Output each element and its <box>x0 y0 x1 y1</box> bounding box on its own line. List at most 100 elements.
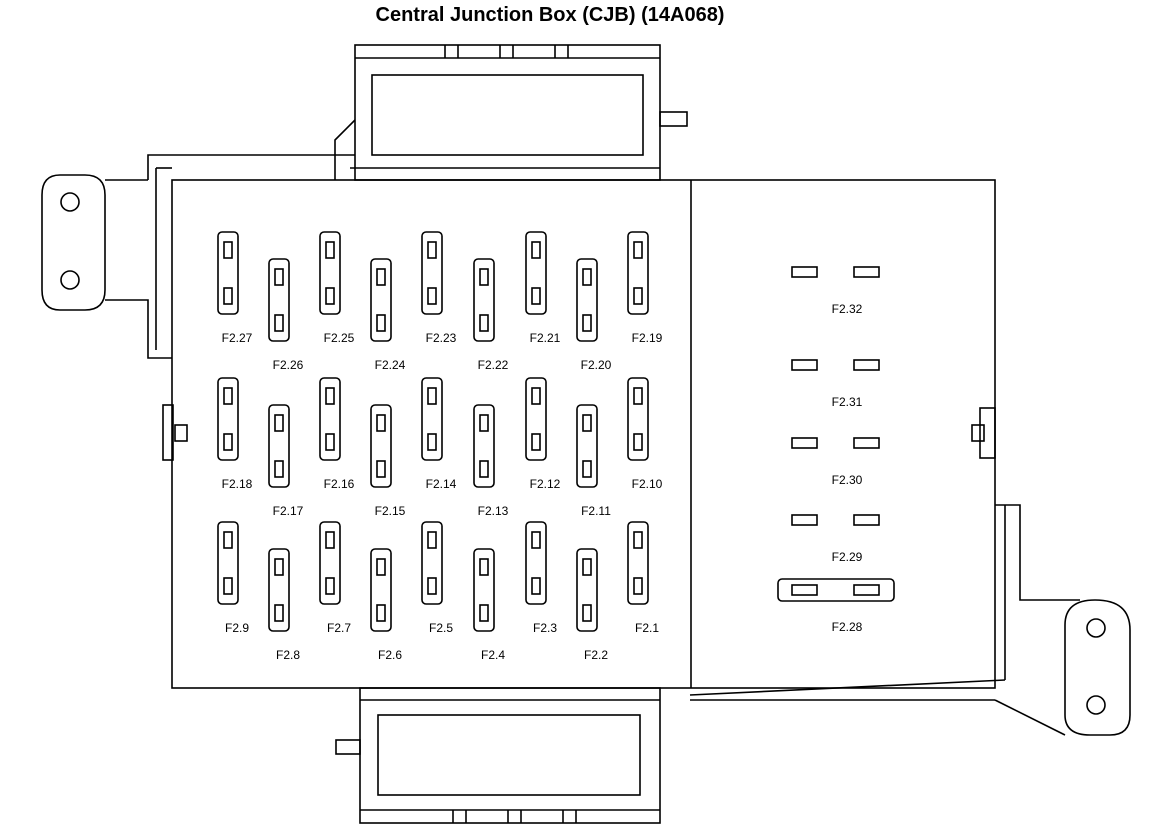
fuse-label: F2.28 <box>832 620 863 634</box>
fuse-label: F2.4 <box>481 648 505 662</box>
fuse-label: F2.30 <box>832 473 863 487</box>
fuse-label: F2.20 <box>581 358 612 372</box>
fuse-terminal <box>633 433 643 451</box>
relay-fuse-f2-29: F2.29 <box>791 514 880 564</box>
fuse-terminal <box>582 414 592 432</box>
fuse-f2-9: F2.9 <box>217 521 249 635</box>
fuse-body <box>525 521 547 605</box>
fuse-label: F2.11 <box>581 504 611 518</box>
fuse-body <box>421 231 443 315</box>
fuse-body <box>319 521 341 605</box>
bottom-connector <box>335 687 661 824</box>
fuse-body <box>473 404 495 488</box>
fuse-terminal <box>531 387 541 405</box>
fuse-terminal <box>427 433 437 451</box>
fuse-terminal <box>376 604 386 622</box>
fuse-label: F2.26 <box>273 358 304 372</box>
fuse-label: F2.14 <box>426 477 457 491</box>
fuse-terminal <box>582 460 592 478</box>
fuse-terminal <box>853 359 880 371</box>
left-mounting-bracket <box>41 154 355 461</box>
fuse-label: F2.8 <box>276 648 300 662</box>
fuse-terminal <box>531 287 541 305</box>
fuse-terminal <box>791 359 818 371</box>
fuse-label: F2.12 <box>530 477 561 491</box>
fuse-terminal <box>274 414 284 432</box>
fuse-terminal <box>223 577 233 595</box>
fuse-terminal <box>479 414 489 432</box>
fuse-terminal <box>325 531 335 549</box>
fuse-f2-19: F2.19 <box>627 231 663 345</box>
fuse-body <box>525 231 547 315</box>
fuse-terminal <box>582 268 592 286</box>
fuse-terminal <box>853 584 880 596</box>
fuse-terminal <box>325 241 335 259</box>
fuse-label: F2.5 <box>429 621 453 635</box>
fuse-label: F2.27 <box>222 331 253 345</box>
relay-fuse-f2-30: F2.30 <box>791 437 880 487</box>
fuse-terminal <box>274 314 284 332</box>
fuse-f2-24: F2.24 <box>370 258 406 372</box>
fuse-terminal <box>791 514 818 526</box>
fuse-label: F2.18 <box>222 477 253 491</box>
fuse-terminal <box>223 387 233 405</box>
fuse-terminal <box>427 287 437 305</box>
fuse-body <box>576 404 598 488</box>
fuse-terminal <box>531 241 541 259</box>
fuse-terminal <box>479 604 489 622</box>
fuse-f2-17: F2.17 <box>268 404 304 518</box>
fuse-terminal <box>274 268 284 286</box>
fuse-label: F2.2 <box>584 648 608 662</box>
fuse-label: F2.1 <box>635 621 659 635</box>
fuse-terminal <box>223 433 233 451</box>
fuse-terminal <box>325 577 335 595</box>
fuse-terminal <box>427 531 437 549</box>
fuse-body <box>627 231 649 315</box>
fuse-terminal <box>376 558 386 576</box>
fuse-f2-21: F2.21 <box>525 231 561 345</box>
fuse-f2-1: F2.1 <box>627 521 659 635</box>
fuse-body <box>421 521 443 605</box>
fuse-terminal <box>223 241 233 259</box>
fuse-terminal <box>427 387 437 405</box>
fuse-terminal <box>791 437 818 449</box>
fuse-body <box>217 377 239 461</box>
fuse-f2-25: F2.25 <box>319 231 355 345</box>
fuse-f2-6: F2.6 <box>370 548 402 662</box>
fuse-body <box>268 548 290 632</box>
fuse-terminal <box>274 558 284 576</box>
fuse-terminal <box>582 604 592 622</box>
fuse-terminal <box>531 433 541 451</box>
fuse-label: F2.7 <box>327 621 351 635</box>
fuse-label: F2.31 <box>832 395 863 409</box>
fuse-terminal <box>633 577 643 595</box>
fuse-terminal <box>274 460 284 478</box>
fuse-label: F2.15 <box>375 504 406 518</box>
fuse-terminal <box>376 314 386 332</box>
fuse-label: F2.16 <box>324 477 355 491</box>
fuse-body <box>217 231 239 315</box>
fuse-f2-22: F2.22 <box>473 258 509 372</box>
fuse-body <box>319 377 341 461</box>
fuse-label: F2.19 <box>632 331 663 345</box>
fuse-terminal <box>633 531 643 549</box>
fuse-f2-5: F2.5 <box>421 521 453 635</box>
fuse-label: F2.9 <box>225 621 249 635</box>
fuse-f2-26: F2.26 <box>268 258 304 372</box>
fuse-f2-11: F2.11 <box>576 404 611 518</box>
fuse-terminal <box>223 531 233 549</box>
fuse-body <box>576 548 598 632</box>
fuse-label: F2.6 <box>378 648 402 662</box>
fuse-f2-15: F2.15 <box>370 404 406 518</box>
fuse-terminal <box>633 287 643 305</box>
fuse-f2-14: F2.14 <box>421 377 457 491</box>
fuse-f2-23: F2.23 <box>421 231 457 345</box>
fuse-terminal <box>223 287 233 305</box>
fuse-terminal <box>479 558 489 576</box>
fuse-body <box>421 377 443 461</box>
relay-fuse-f2-31: F2.31 <box>791 359 880 409</box>
right-mounting-bracket <box>689 504 1131 736</box>
fuse-terminal <box>479 460 489 478</box>
